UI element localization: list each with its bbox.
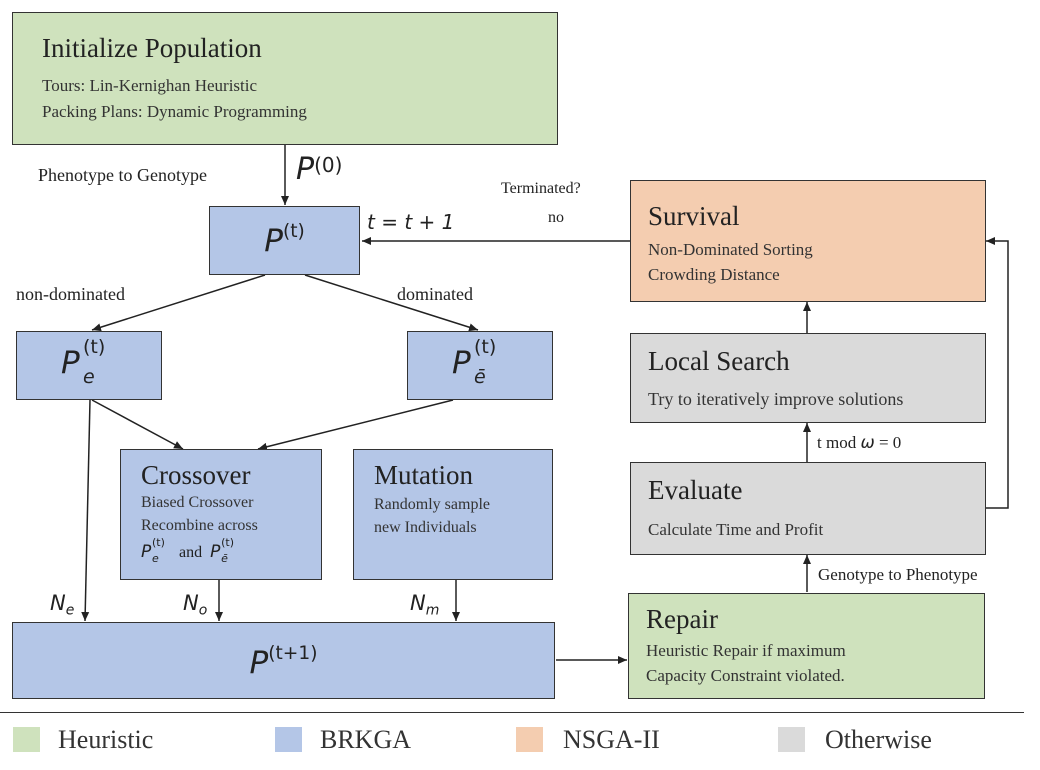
label-no: no [548,209,564,226]
legend-label-brkga: BRKGA [320,725,412,754]
repair-line1: Heuristic Repair if maximum [646,641,846,660]
pe-label: P (t) e [61,336,106,388]
legend-divider [0,712,1024,713]
label-ne: Ne [50,591,75,619]
survival-box: Survival Non-Dominated Sorting Crowding … [630,180,986,302]
pt-label: P(t) [264,221,305,259]
pebar-label: P (t) ē [452,336,497,388]
evaluate-line1: Calculate Time and Profit [648,520,824,539]
label-dominated: dominated [397,284,473,304]
legend-label-otherwise: Otherwise [825,725,932,754]
legend-label-nsga: NSGA-II [563,725,660,754]
survival-line2: Crowding Distance [648,265,780,284]
arrow-pe-to-crossover [91,399,184,450]
legend-label-heuristic: Heuristic [58,725,154,754]
repair-box: Repair Heuristic Repair if maximum Capac… [628,593,985,699]
init-population-title: Initialize Population [42,33,262,63]
legend-swatch-nsga [516,727,543,752]
label-phenotype-to-genotype: Phenotype to Genotype [38,165,207,185]
repair-title: Repair [646,604,718,634]
legend-swatch-heuristic [13,727,40,752]
pnext-box: P(t+1) [12,622,555,699]
mutation-box: Mutation Randomly sample new Individuals [353,449,553,580]
crossover-line3: P (t) e and P (t) ē [141,536,235,565]
label-non-dominated: non-dominated [16,284,125,304]
label-no-count: No [183,591,208,619]
arrow-pt-to-pebar [304,274,479,332]
label-genotype-to-phenotype: Genotype to Phenotype [818,565,978,584]
local-search-box: Local Search Try to iteratively improve … [630,333,986,423]
evaluate-box: Evaluate Calculate Time and Profit [630,462,986,555]
arrow-pebar-to-crossover [257,399,454,451]
legend-swatch-otherwise [778,727,805,752]
arrow-pe-to-pnext [81,399,91,622]
label-terminated: Terminated? [501,180,581,197]
mutation-line1: Randomly sample [374,496,490,513]
arrow-pt-to-pe [91,274,266,332]
init-population-line2: Packing Plans: Dynamic Programming [42,102,307,121]
mutation-title: Mutation [374,460,473,490]
pebar-box: P (t) ē [407,331,553,400]
evaluate-title: Evaluate [648,475,743,505]
local-search-title: Local Search [648,346,790,376]
pnext-label: P(t+1) [249,643,318,681]
pt-box: P(t) [209,206,360,275]
pe-box: P (t) e [16,331,162,400]
init-population-line1: Tours: Lin-Kernighan Heuristic [42,76,258,95]
crossover-line1: Biased Crossover [141,494,254,511]
survival-title: Survival [648,201,740,231]
label-p0: P(0) [296,152,343,187]
arrow-evaluate-bypass-to-survival [985,237,1009,509]
label-tmod: t mod ω = 0 [817,433,902,453]
crossover-line2: Recombine across [141,517,258,534]
crossover-title: Crossover [141,460,251,490]
survival-line1: Non-Dominated Sorting [648,240,813,259]
label-nm: Nm [410,591,440,619]
mutation-line2: new Individuals [374,519,477,536]
repair-line2: Capacity Constraint violated. [646,666,845,685]
crossover-box: Crossover Biased Crossover Recombine acr… [120,449,322,580]
init-population-box: Initialize Population Tours: Lin-Kernigh… [12,12,558,145]
local-search-line1: Try to iteratively improve solutions [648,389,904,409]
label-t-update: t = t + 1 [367,210,455,234]
legend-swatch-brkga [275,727,302,752]
